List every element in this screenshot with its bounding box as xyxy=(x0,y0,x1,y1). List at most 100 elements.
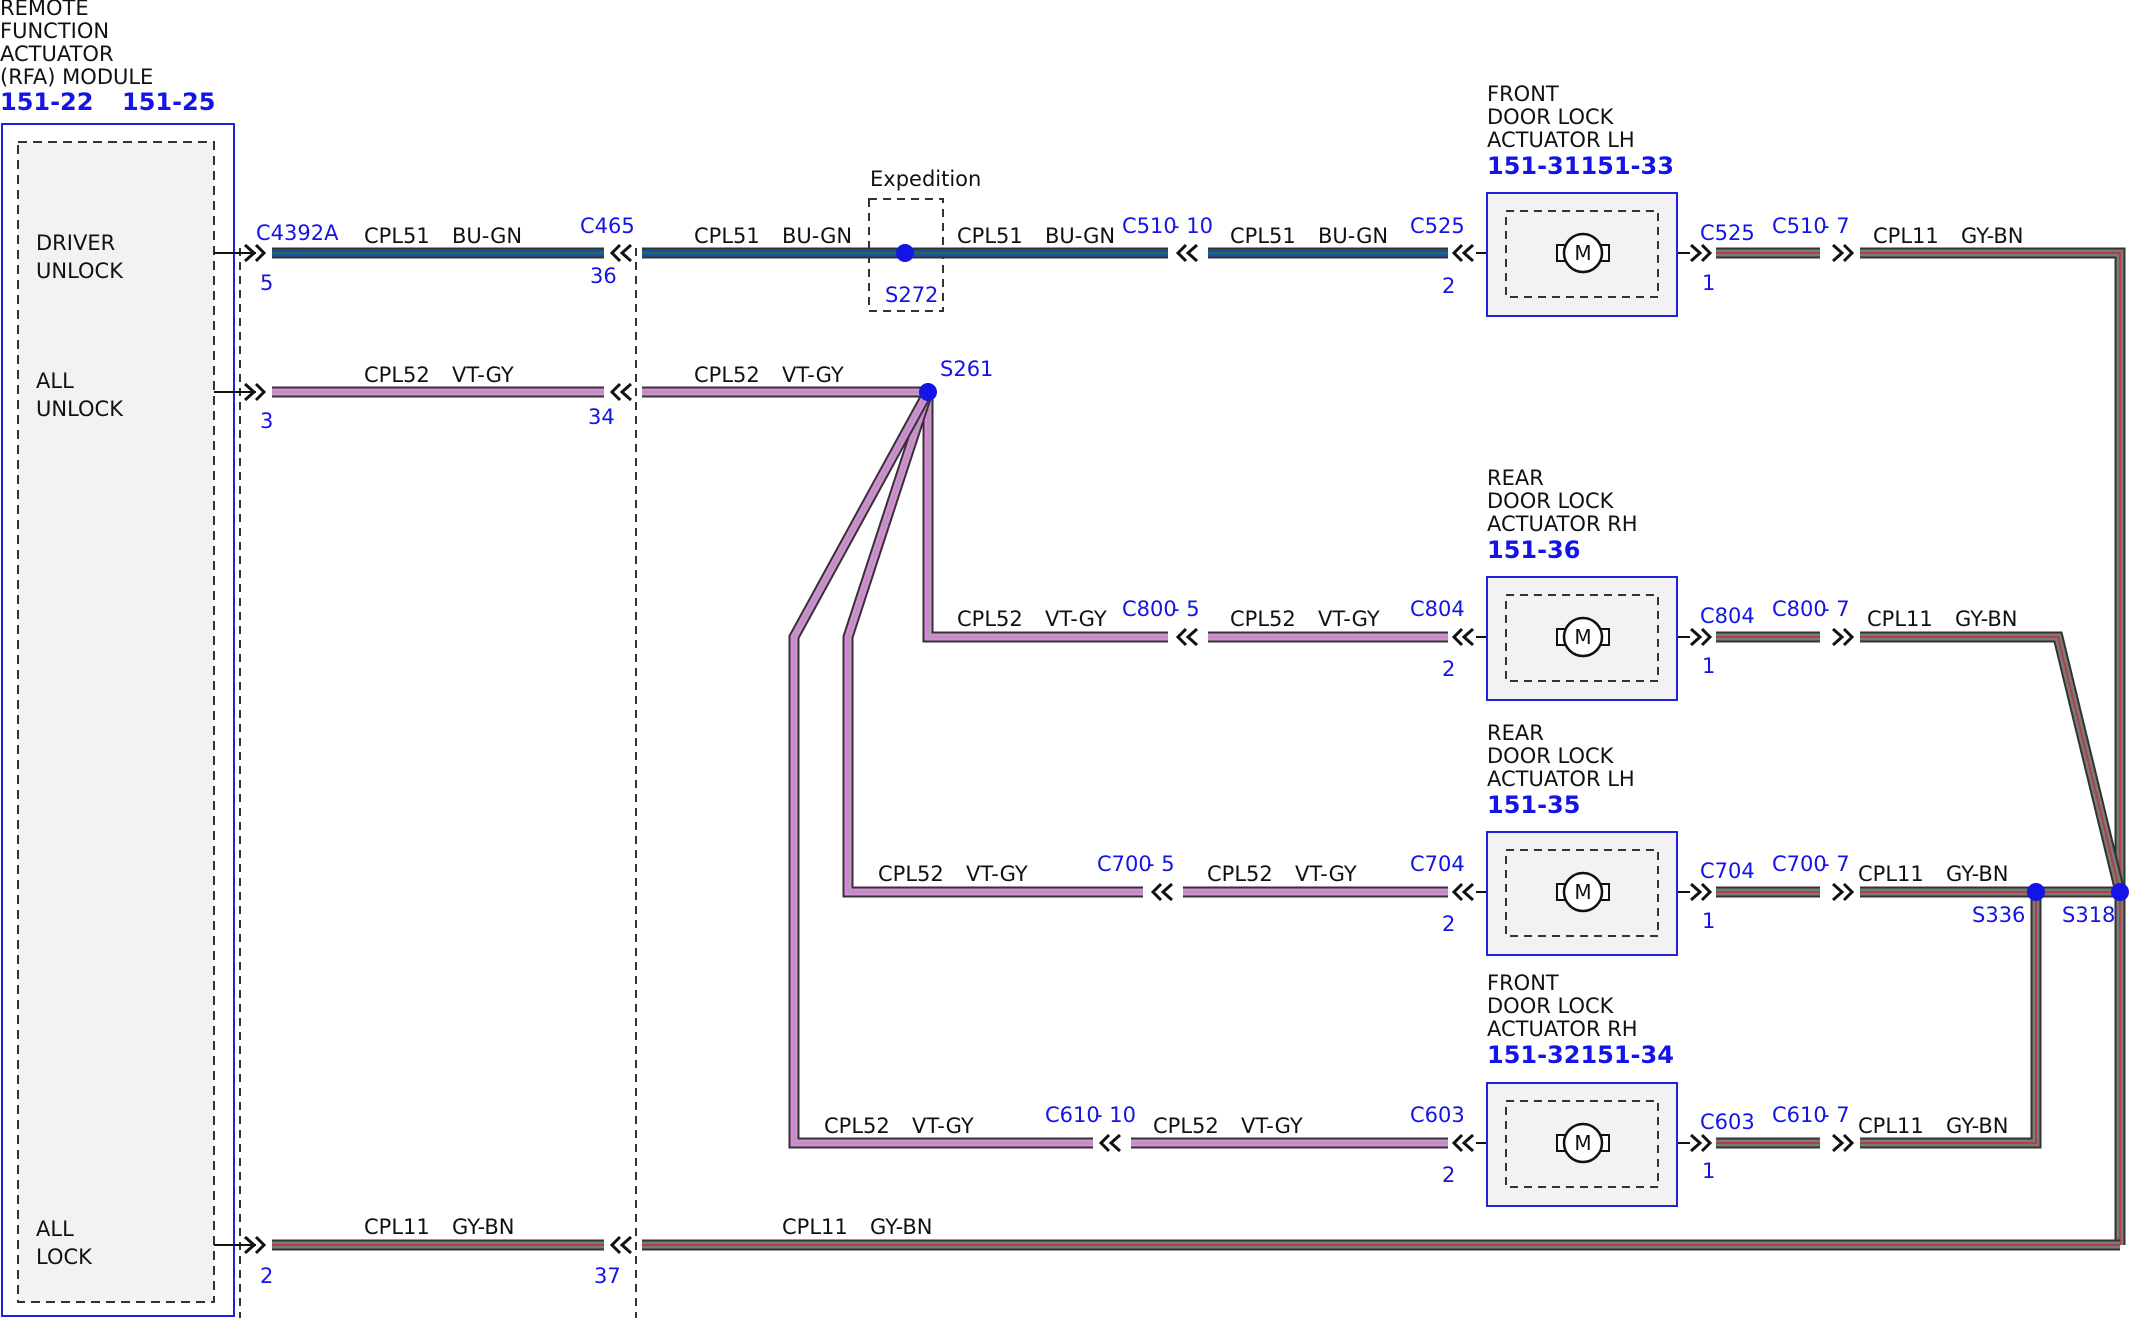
pin-34: 34 xyxy=(588,405,615,429)
pin-37: 37 xyxy=(594,1264,621,1288)
splice-s261[interactable]: S261 xyxy=(940,357,993,381)
conn-glyph-c510-7 xyxy=(1832,243,1855,263)
splice-s318[interactable]: S318 xyxy=(2062,903,2115,927)
conn-c603-right[interactable]: C603 xyxy=(1700,1110,1755,1134)
pin-1-row5: 1 xyxy=(1702,1159,1715,1183)
actuator-3-name-line2: DOOR LOCK xyxy=(1487,744,1615,768)
actuator-3-ref[interactable]: 151-35 xyxy=(1487,791,1580,819)
wire-cpl51-c: CPL51 xyxy=(957,224,1023,248)
conn-c510-7[interactable]: C510 xyxy=(1772,214,1827,238)
wire-gybn-b: GY-BN xyxy=(870,1215,933,1239)
conn-glyph-c525-out xyxy=(1690,243,1713,263)
actuator-3-name-line3: ACTUATOR LH xyxy=(1487,767,1635,791)
wire-gybn-r4: GY-BN xyxy=(1946,862,2009,886)
actuator-3-inner xyxy=(1505,849,1659,937)
motor-label: M xyxy=(1574,625,1591,649)
motor-icon xyxy=(1562,1122,1604,1164)
conn-c610-7-suffix: - 7 xyxy=(1822,1103,1850,1127)
actuator-4-name-line1: FRONT xyxy=(1487,971,1559,995)
wire-cpl52-e: CPL52 xyxy=(878,862,944,886)
conn-c525-right[interactable]: C525 xyxy=(1700,221,1755,245)
wire-cpl11-b: CPL11 xyxy=(782,1215,848,1239)
motor-label: M xyxy=(1574,880,1591,904)
wire-cpl52-a: CPL52 xyxy=(364,363,430,387)
splice-s336[interactable]: S336 xyxy=(1972,903,2025,927)
conn-c800-7-suffix: - 7 xyxy=(1822,597,1850,621)
conn-glyph-c610-10 xyxy=(1098,1133,1121,1153)
pin-2-lock: 2 xyxy=(260,1264,273,1288)
conn-c610-7[interactable]: C610 xyxy=(1772,1103,1827,1127)
wire-bugn-c: BU-GN xyxy=(1045,224,1115,248)
conn-glyph-c610-7 xyxy=(1832,1133,1855,1153)
conn-c700-7-suffix: - 7 xyxy=(1822,852,1850,876)
conn-c704-right[interactable]: C704 xyxy=(1700,859,1755,883)
conn-c4392a[interactable]: C4392A xyxy=(256,221,339,245)
wire-gybn-r1: GY-BN xyxy=(1961,224,2024,248)
pin-5: 5 xyxy=(260,271,273,295)
wires xyxy=(214,243,2129,1255)
wire-gybn-r5: GY-BN xyxy=(1946,1114,2009,1138)
wire-vtgy-g: VT-GY xyxy=(912,1114,974,1138)
module-ref-1[interactable]: 151-22 xyxy=(0,88,93,116)
wire-cpl52-b: CPL52 xyxy=(694,363,760,387)
wire-vtgy-h: VT-GY xyxy=(1241,1114,1303,1138)
conn-glyph-c4392a xyxy=(244,243,267,263)
actuator-2-inner xyxy=(1505,594,1659,682)
wire-vtgy-e: VT-GY xyxy=(966,862,1028,886)
actuator-1-ref[interactable]: 151-31151-33 xyxy=(1487,152,1674,180)
conn-c610-10[interactable]: C610 xyxy=(1045,1103,1100,1127)
pin-3: 3 xyxy=(260,409,273,433)
conn-c800-7[interactable]: C800 xyxy=(1772,597,1827,621)
pin-2-row3: 2 xyxy=(1442,657,1455,681)
conn-glyph-c804-in xyxy=(1451,627,1474,647)
wire-vtgy-d: VT-GY xyxy=(1318,607,1380,631)
wire-bugn-b: BU-GN xyxy=(782,224,852,248)
wire-vtgy-a: VT-GY xyxy=(452,363,514,387)
actuator-4-name-line3: ACTUATOR RH xyxy=(1487,1017,1638,1041)
conn-c804-right[interactable]: C804 xyxy=(1700,604,1755,628)
pin-1-row4: 1 xyxy=(1702,909,1715,933)
conn-glyph-c603-out xyxy=(1690,1133,1713,1153)
wire-cpl11-r1: CPL11 xyxy=(1873,224,1939,248)
conn-glyph-c800-7 xyxy=(1832,627,1855,647)
conn-c700-5[interactable]: C700 xyxy=(1097,852,1152,876)
conn-glyph-c4392a-row2 xyxy=(244,382,267,402)
wire-bugn-d: BU-GN xyxy=(1318,224,1388,248)
splice-s272[interactable]: S272 xyxy=(885,283,938,307)
conn-glyph-c4392a-row6 xyxy=(244,1235,267,1255)
conn-c804-left[interactable]: C804 xyxy=(1410,597,1465,621)
conn-c704-left[interactable]: C704 xyxy=(1410,852,1465,876)
wire-cpl11-r5-b xyxy=(1860,892,2042,1149)
wire-cpl51-a: CPL51 xyxy=(364,224,430,248)
actuator-4-ref[interactable]: 151-32151-34 xyxy=(1487,1041,1674,1069)
conn-c603-left[interactable]: C603 xyxy=(1410,1103,1465,1127)
wire-cpl52-branch-frh xyxy=(788,389,1093,1149)
wire-cpl52-c: CPL52 xyxy=(957,607,1023,631)
conn-c525-left[interactable]: C525 xyxy=(1410,214,1465,238)
conn-c465[interactable]: C465 xyxy=(580,214,635,238)
actuator-2-ref[interactable]: 151-36 xyxy=(1487,536,1580,564)
conn-c800-5-suffix: - 5 xyxy=(1172,597,1200,621)
pin-driver-unlock-l2: UNLOCK xyxy=(36,259,124,283)
conn-c510-10[interactable]: C510 xyxy=(1122,214,1177,238)
wire-vtgy-b: VT-GY xyxy=(782,363,844,387)
conn-c510-10-suffix: - 10 xyxy=(1172,214,1213,238)
module-title-line2: FUNCTION xyxy=(0,19,109,43)
actuator-2-name-line2: DOOR LOCK xyxy=(1487,489,1615,513)
splice-dot-s336 xyxy=(2027,883,2045,901)
conn-glyph-c700-7 xyxy=(1832,882,1855,902)
conn-c800-5[interactable]: C800 xyxy=(1122,597,1177,621)
conn-glyph-c465-row2 xyxy=(609,382,632,402)
pin-36: 36 xyxy=(590,264,617,288)
pin-1-row1: 1 xyxy=(1702,271,1715,295)
conn-glyph-c603-in xyxy=(1451,1133,1474,1153)
wire-cpl52-h: CPL52 xyxy=(1153,1114,1219,1138)
module-ref-2[interactable]: 151-25 xyxy=(122,88,215,116)
conn-c700-7[interactable]: C700 xyxy=(1772,852,1827,876)
module-title-line4: (RFA) MODULE xyxy=(0,65,153,89)
wire-gybn-r3: GY-BN xyxy=(1955,607,2018,631)
